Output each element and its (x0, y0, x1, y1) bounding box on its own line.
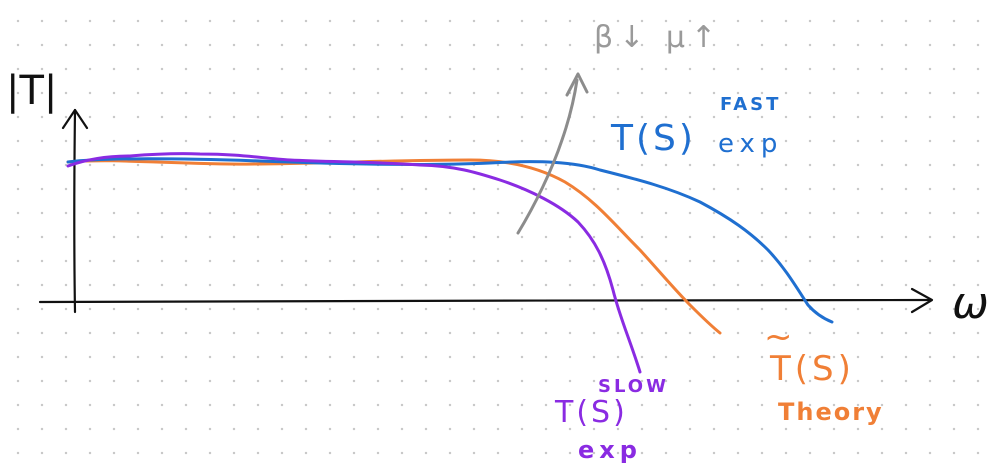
fast-label: T(S) FAST exp (610, 94, 783, 159)
theory-label: ~ T(S) Theory (764, 317, 884, 426)
fast-label-sub: exp (718, 129, 783, 159)
theory-label-accent: ~ (764, 317, 793, 357)
parameter-arrow (516, 72, 589, 235)
theory-label-main: T(S) (769, 349, 855, 389)
theory-label-sub: Theory (778, 398, 884, 426)
arrow-shaft (516, 78, 579, 235)
axes (38, 108, 934, 314)
x-axis-label: ω (952, 278, 989, 329)
slow-label-sub: exp (578, 436, 642, 463)
arrow-annotation: β↓ μ↑ (594, 20, 722, 55)
fast-label-main: T(S) (610, 118, 696, 159)
arrow-head (565, 72, 589, 97)
y-axis-label: |T| (6, 68, 57, 114)
slow-label-main: T(S) (554, 395, 628, 430)
fast-curve (66, 157, 834, 324)
slow-label-super: SLOW (598, 376, 669, 397)
slow-label: SLOW T(S) exp (554, 376, 669, 463)
fast-label-super: FAST (720, 94, 781, 115)
y-axis-arrowhead (61, 108, 89, 130)
theory-curve (66, 158, 722, 335)
y-axis (73, 108, 77, 314)
slow-curve (66, 152, 642, 374)
x-axis-arrowhead (910, 287, 934, 314)
x-axis (38, 298, 932, 304)
